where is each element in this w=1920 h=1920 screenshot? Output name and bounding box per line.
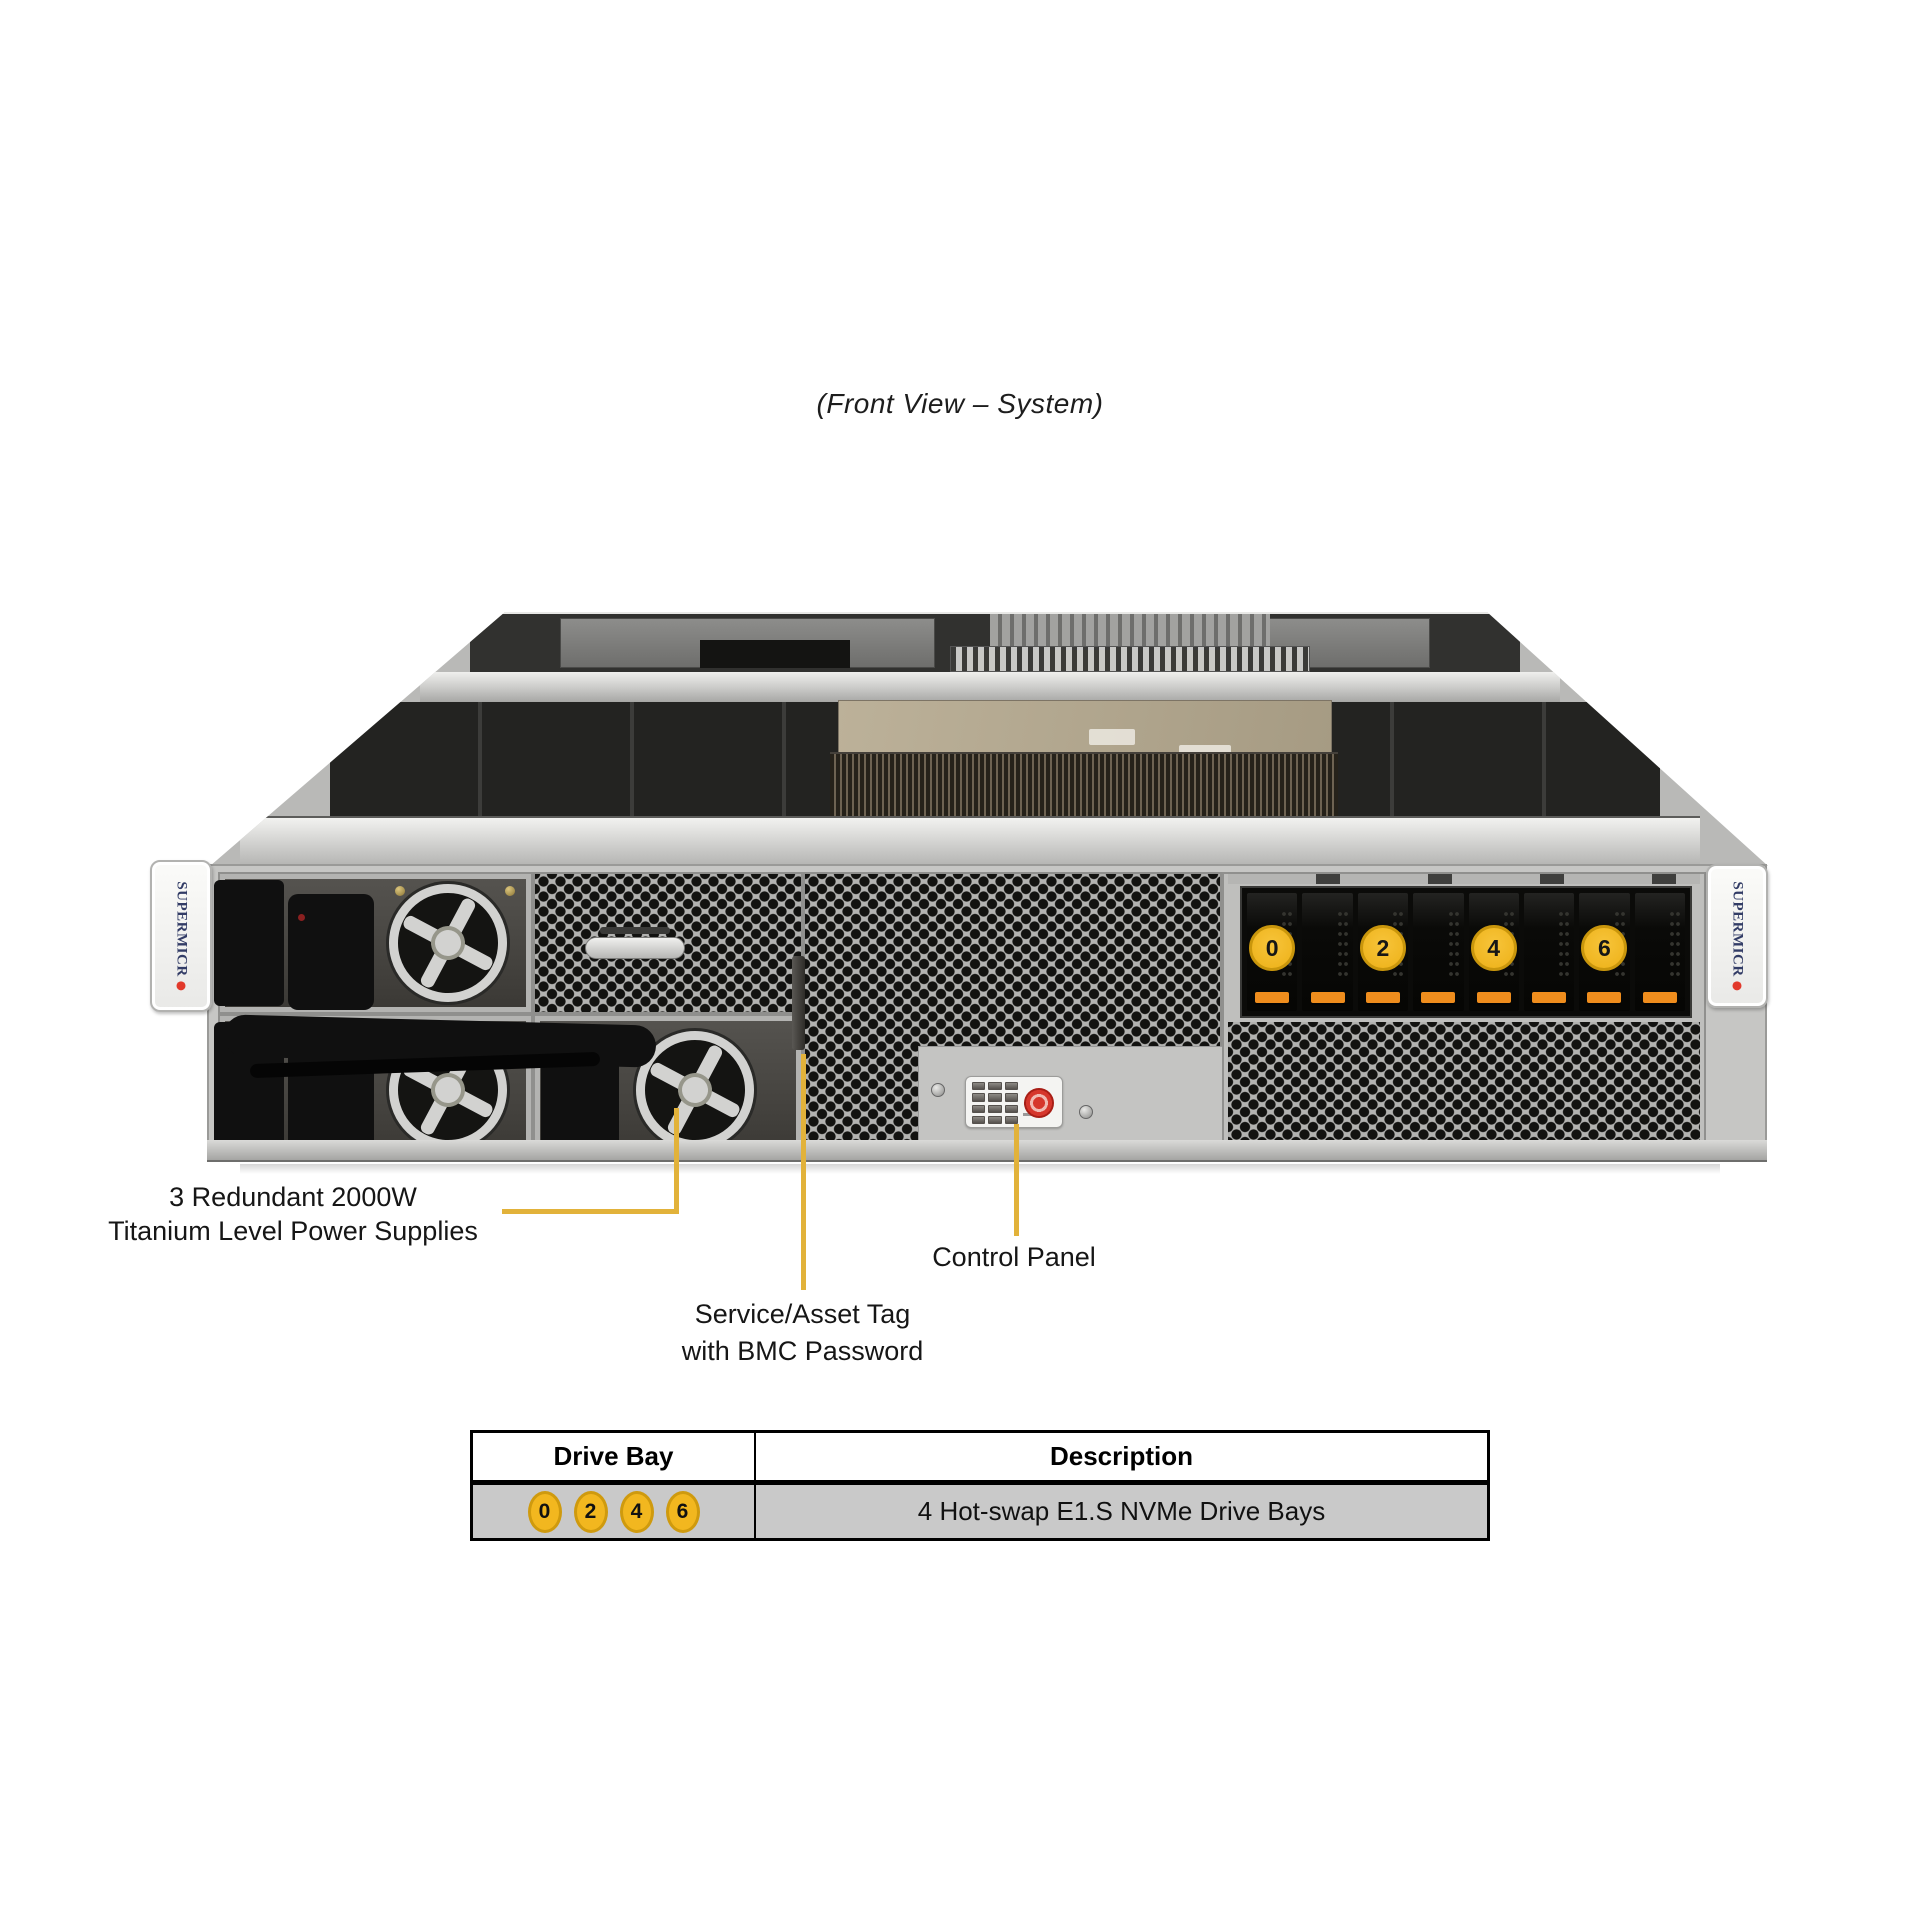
drive-lower-vent bbox=[1228, 1022, 1700, 1152]
drive-slot: 4 bbox=[1468, 893, 1519, 1011]
drive-bay-top-strip bbox=[1228, 874, 1700, 884]
brand-dot-icon bbox=[1732, 981, 1742, 991]
figure-title: (Front View – System) bbox=[816, 388, 1104, 419]
table-bay-badge: 2 bbox=[573, 1490, 608, 1533]
mid-support-rail bbox=[420, 672, 1560, 702]
indicator-icon bbox=[1004, 1082, 1018, 1091]
chassis-fan bbox=[1795, 1427, 1869, 1501]
psu-screw bbox=[505, 886, 515, 896]
indicator-icon bbox=[988, 1082, 1002, 1091]
plate-screw bbox=[1079, 1105, 1093, 1119]
indicator-icon bbox=[972, 1093, 986, 1102]
indicator-icon bbox=[1004, 1104, 1018, 1113]
service-tag-line2: with BMC Password bbox=[681, 1336, 924, 1366]
table-header-row: Drive Bay Description bbox=[473, 1433, 1487, 1485]
drive-slot bbox=[1634, 893, 1685, 1011]
brand-label: SUPERMICR bbox=[1729, 881, 1746, 991]
indicator-icon bbox=[972, 1082, 986, 1091]
table-header-drive-bay: Drive Bay bbox=[473, 1433, 756, 1480]
drive-bay-badge: 6 bbox=[1581, 925, 1628, 971]
brand-text: SUPERMICR bbox=[1729, 881, 1746, 977]
drive-latch bbox=[1310, 992, 1345, 1003]
indicator-icon bbox=[972, 1115, 986, 1124]
indicator-icon bbox=[988, 1115, 1002, 1124]
indicator-icon bbox=[988, 1104, 1002, 1113]
fan-bracket-strip bbox=[660, 1404, 1920, 1418]
riser-ribbed-cover bbox=[990, 614, 1270, 646]
drive-slot: 6 bbox=[1579, 893, 1630, 1011]
brand-dot-icon bbox=[176, 981, 186, 991]
chassis-shadow bbox=[240, 1164, 1720, 1174]
control-panel-callout-line bbox=[1014, 1124, 1019, 1236]
control-icon-grid bbox=[972, 1082, 1018, 1124]
table-header-description: Description bbox=[1049, 1441, 1194, 1471]
table-bay-badge: 6 bbox=[665, 1490, 700, 1533]
psu-cable-bundle bbox=[214, 880, 284, 1006]
psu-callout-line-vertical bbox=[674, 1108, 679, 1214]
power-button[interactable] bbox=[1024, 1088, 1054, 1118]
chassis-front-lip bbox=[240, 816, 1700, 866]
psu-screw bbox=[395, 886, 405, 896]
chassis-bottom-rail bbox=[207, 1140, 1767, 1162]
edge-connector-pins bbox=[950, 646, 1310, 672]
gpu-heatsink-top bbox=[838, 700, 1332, 759]
drive-latch bbox=[1255, 992, 1290, 1003]
table-bay-badge: 4 bbox=[619, 1490, 654, 1533]
drive-slot: 2 bbox=[1357, 893, 1409, 1011]
psu-callout-line-horizontal bbox=[502, 1209, 679, 1214]
service-tag-callout-label: Service/Asset Tag with BMC Password bbox=[600, 1296, 1005, 1370]
chassis-fan bbox=[1907, 1431, 1920, 1505]
heatsink-logo-mark bbox=[1089, 729, 1135, 745]
drive-bay-badge: 4 bbox=[1470, 925, 1517, 971]
drive-latch bbox=[1421, 992, 1456, 1003]
lid-vent-left bbox=[700, 640, 850, 668]
table-description-cell: 4 Hot-swap E1.S NVMe Drive Bays bbox=[917, 1496, 1326, 1526]
rack-ear-right: SUPERMICR bbox=[1706, 864, 1768, 1008]
indicator-icon bbox=[1004, 1093, 1018, 1102]
rack-ear-left: SUPERMICR bbox=[150, 860, 212, 1012]
indicator-icon bbox=[972, 1104, 986, 1113]
drive-slot: 0 bbox=[1247, 893, 1298, 1011]
brand-label: SUPERMICR bbox=[173, 881, 190, 991]
psu-latch-handle bbox=[288, 894, 374, 1010]
service-tag-callout-line bbox=[801, 1054, 806, 1290]
heatsink-fins bbox=[830, 752, 1338, 818]
service-asset-tag-pull bbox=[792, 956, 805, 1050]
chassis-top-deck bbox=[210, 612, 1768, 866]
table-bay-badge: 0 bbox=[527, 1490, 562, 1533]
brand-text: SUPERMICR bbox=[173, 881, 190, 977]
drive-latch bbox=[1365, 992, 1400, 1003]
psu-callout-line2: Titanium Level Power Supplies bbox=[108, 1216, 478, 1246]
service-tag-line1: Service/Asset Tag bbox=[694, 1299, 911, 1329]
blank-bay-handle bbox=[585, 937, 685, 959]
drive-bay-badge: 2 bbox=[1359, 925, 1406, 971]
drive-slot bbox=[1302, 893, 1353, 1011]
control-panel bbox=[965, 1076, 1063, 1128]
drive-latch bbox=[1642, 992, 1677, 1003]
chassis-fan bbox=[1683, 1423, 1757, 1497]
psu-status-led bbox=[298, 914, 305, 921]
psu-callout-label: 3 Redundant 2000W Titanium Level Power S… bbox=[88, 1180, 498, 1248]
drive-bay-badge: 0 bbox=[1249, 925, 1296, 971]
drive-cage: 0 2 4 6 bbox=[1240, 886, 1692, 1018]
drive-latch bbox=[1532, 992, 1567, 1003]
plate-screw bbox=[931, 1083, 945, 1097]
blank-bay-slot bbox=[600, 927, 670, 934]
drive-latch bbox=[1587, 992, 1622, 1003]
indicator-icon bbox=[988, 1093, 1002, 1102]
drive-slot bbox=[1523, 893, 1575, 1011]
drive-slot bbox=[1413, 893, 1464, 1011]
indicator-icon bbox=[1004, 1115, 1018, 1124]
control-panel-callout-label: Control Panel bbox=[932, 1242, 1096, 1272]
psu-callout-line1: 3 Redundant 2000W bbox=[169, 1182, 417, 1212]
drive-latch bbox=[1476, 992, 1511, 1003]
